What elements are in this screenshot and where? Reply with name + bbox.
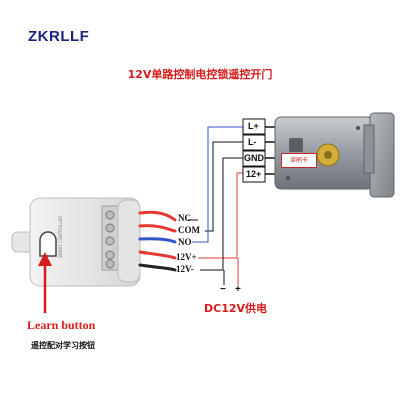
lock-terminal-l-minus: L- <box>248 137 257 147</box>
power-supply-label: DC12V供电 <box>204 302 268 315</box>
terminal-12v-minus: 12V- <box>176 264 194 274</box>
electric-lock <box>274 112 395 198</box>
schematic-lines <box>188 126 243 285</box>
diagram-title: 12V单路控制电控锁遥控开门 <box>127 68 273 81</box>
learn-button-caption: 遥控配对学习按钮 <box>31 341 95 350</box>
power-minus-sign: − <box>220 284 226 295</box>
terminal-nc: NC <box>178 213 191 223</box>
lock-wire-stubs <box>265 126 275 175</box>
svg-text:SMART CONTROLLER: SMART CONTROLLER <box>58 216 63 258</box>
learn-button-label: Learn button <box>27 318 96 332</box>
controller-wires <box>138 210 177 272</box>
learn-arrow <box>38 252 52 313</box>
lock-terminal-12-plus: 12+ <box>246 169 262 179</box>
terminal-12v-plus: 12V+ <box>176 252 197 262</box>
power-plus-sign: + <box>235 284 241 295</box>
terminal-no: NO <box>178 237 192 247</box>
brand-logo: ZKRLLF <box>28 28 90 45</box>
learn-button-icon[interactable] <box>39 231 57 257</box>
terminal-com: COM <box>178 225 200 235</box>
lock-terminal-l-plus: L+ <box>248 121 259 131</box>
controller-module: SMART CONTROLLER <box>11 197 141 287</box>
lock-card-label: 读刷卡 <box>281 153 317 168</box>
lock-terminal-gnd: GND <box>244 153 264 163</box>
